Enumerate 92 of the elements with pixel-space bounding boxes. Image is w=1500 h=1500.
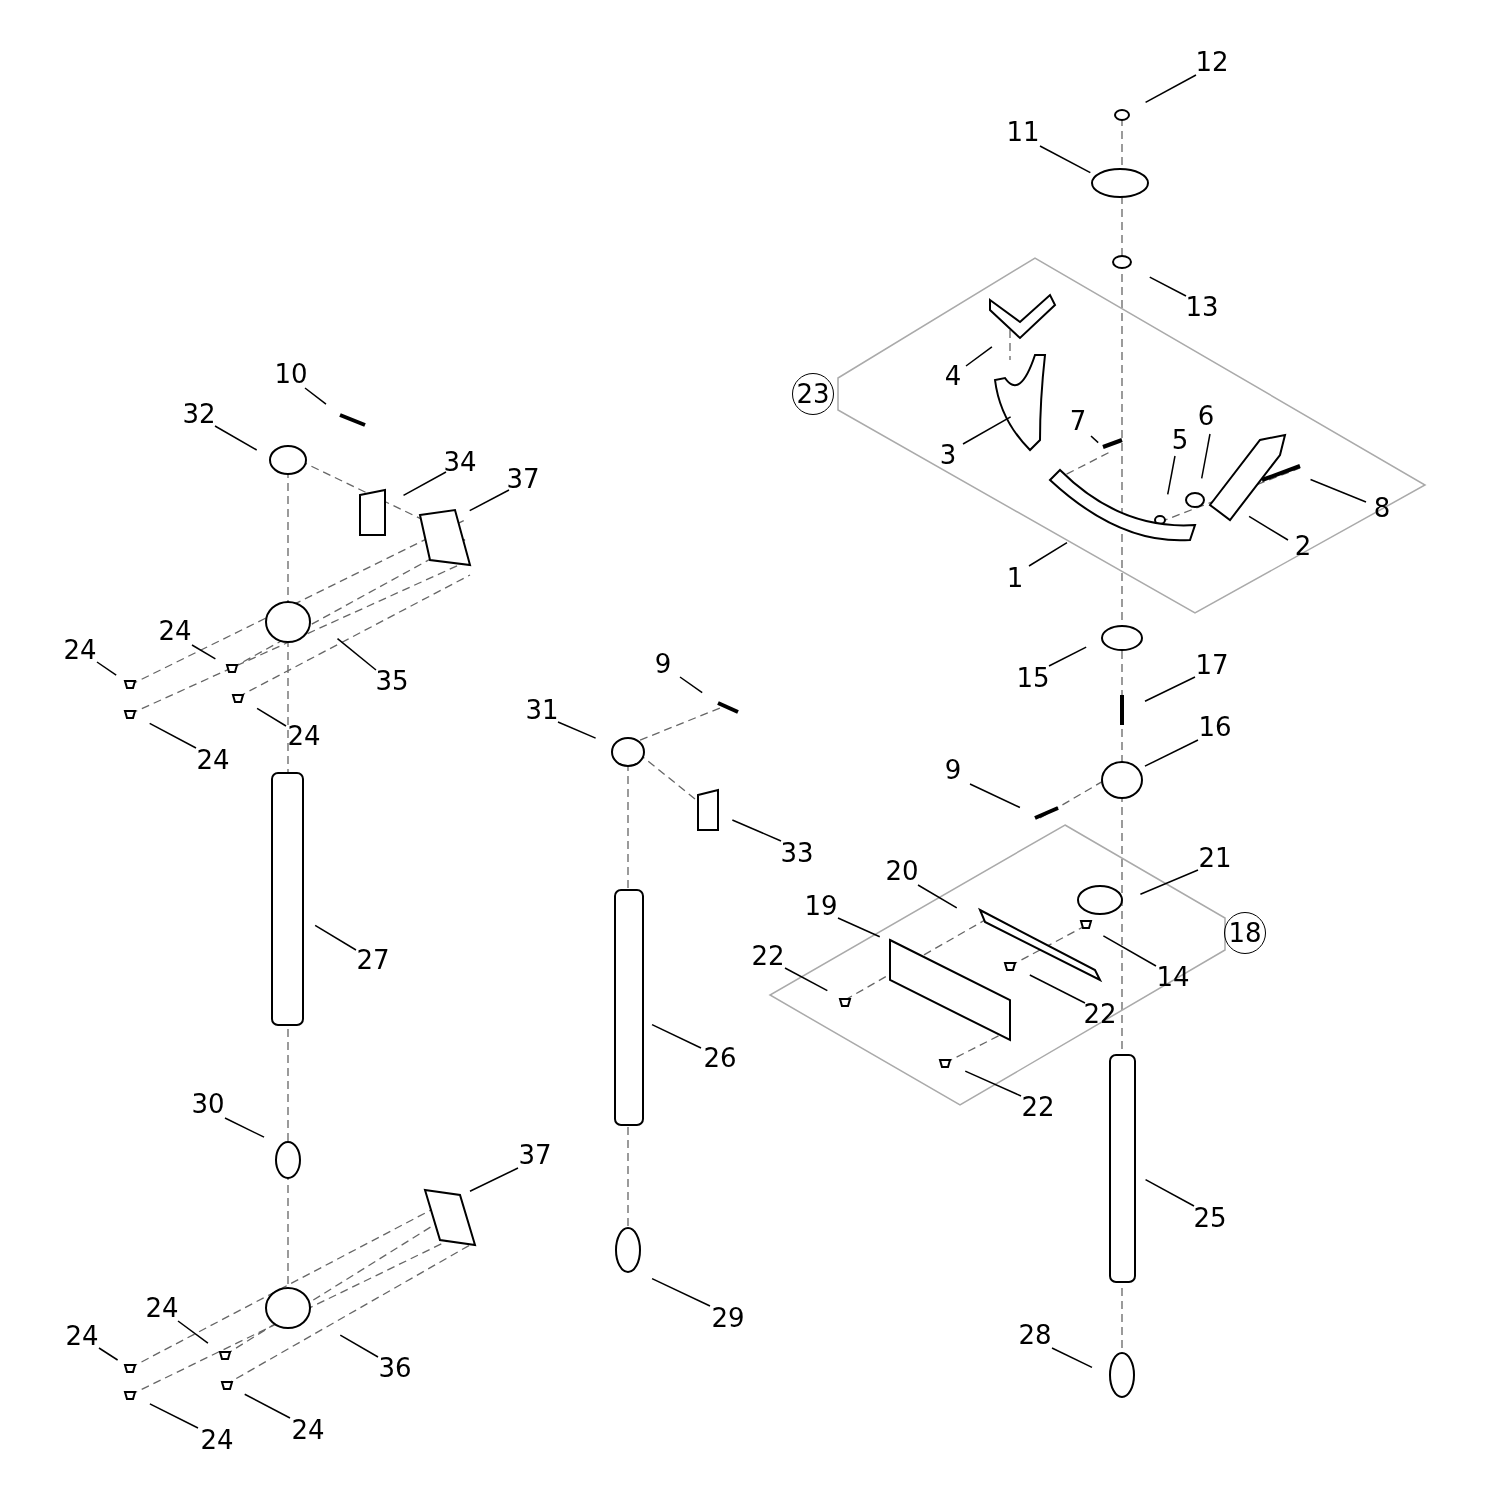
leader-line xyxy=(243,1393,291,1419)
callout-number: 24 xyxy=(145,1293,179,1323)
leader-line xyxy=(1039,145,1092,174)
leader-line xyxy=(651,1023,702,1049)
callout-number: 24 xyxy=(287,721,321,751)
callout-number: 22 xyxy=(1083,999,1117,1029)
leader-line xyxy=(837,917,881,938)
callout-number: 10 xyxy=(274,359,308,389)
callout-number: 12 xyxy=(1195,47,1229,77)
leader-line xyxy=(1144,74,1197,104)
callout-number: 24 xyxy=(63,635,97,665)
leader-line xyxy=(969,783,1021,809)
leader-line xyxy=(339,1334,379,1358)
leader-line xyxy=(1144,676,1196,702)
callout-number: 35 xyxy=(375,666,409,696)
callout-number: 22 xyxy=(1021,1092,1055,1122)
leader-line xyxy=(98,1347,119,1361)
leader-line xyxy=(214,425,258,451)
leader-line xyxy=(314,924,357,951)
callout-number: 16 xyxy=(1198,712,1232,742)
leader-line xyxy=(962,416,1012,445)
callout-number: 33 xyxy=(780,838,814,868)
callout-number: 3 xyxy=(939,440,957,470)
leader-line xyxy=(336,637,377,671)
leader-line xyxy=(965,346,993,367)
callout-number: 37 xyxy=(506,464,540,494)
callout-number: 1 xyxy=(1006,563,1024,593)
callout-number: 9 xyxy=(944,755,962,785)
callout-number: 4 xyxy=(944,361,962,391)
leader-line xyxy=(784,967,829,992)
callout-number: 11 xyxy=(1006,117,1040,147)
callout-number: 5 xyxy=(1171,425,1189,455)
leader-line xyxy=(651,1277,711,1307)
callout-number: 34 xyxy=(443,447,477,477)
leader-line xyxy=(468,489,510,512)
leader-line xyxy=(1028,541,1068,567)
callout-number: 14 xyxy=(1156,962,1190,992)
leader-line xyxy=(469,1167,519,1192)
leader-line xyxy=(1090,435,1099,444)
leader-line xyxy=(1102,935,1157,967)
leader-line xyxy=(1144,1178,1195,1207)
leader-line xyxy=(1248,515,1289,541)
leader-line xyxy=(731,819,782,842)
callout-number: 29 xyxy=(711,1303,745,1333)
callout-number: 24 xyxy=(200,1425,234,1455)
callout-number: 21 xyxy=(1198,843,1232,873)
callout-number: 7 xyxy=(1069,406,1087,436)
leader-line xyxy=(1149,276,1187,297)
leader-line xyxy=(177,1320,209,1344)
leader-line xyxy=(304,387,327,405)
callout-number: 2 xyxy=(1294,531,1312,561)
callout-number: 15 xyxy=(1016,663,1050,693)
callout-number: 27 xyxy=(356,945,390,975)
leader-line xyxy=(557,721,597,739)
leader-line xyxy=(679,676,703,694)
leader-line xyxy=(1051,1347,1093,1369)
callout-number: 24 xyxy=(65,1321,99,1351)
callout-number: 20 xyxy=(885,856,919,886)
callout-number: 13 xyxy=(1185,292,1219,322)
callout-number: 26 xyxy=(703,1043,737,1073)
callout-number: 22 xyxy=(751,941,785,971)
leader-line xyxy=(1029,974,1086,1004)
leader-line xyxy=(402,471,447,497)
leader-line xyxy=(148,722,197,749)
callout-number: 30 xyxy=(191,1089,225,1119)
leader-line xyxy=(96,661,117,676)
callout-number: 28 xyxy=(1018,1320,1052,1350)
leader-line xyxy=(1144,739,1199,767)
leader-line xyxy=(256,707,287,727)
leader-line xyxy=(917,884,958,909)
leader-line xyxy=(1139,869,1199,895)
callout-number: 32 xyxy=(182,399,216,429)
leader-line xyxy=(224,1117,265,1138)
callout-number: 24 xyxy=(158,616,192,646)
callout-number: 25 xyxy=(1193,1203,1227,1233)
leader-line xyxy=(191,644,217,660)
callout-number: 31 xyxy=(525,695,559,725)
callout-number: 19 xyxy=(804,891,838,921)
callout-number: 8 xyxy=(1373,493,1391,523)
leader-line xyxy=(149,1403,199,1429)
leader-line xyxy=(1167,455,1176,496)
callout-number: 9 xyxy=(654,649,672,679)
callout-number: 36 xyxy=(378,1353,412,1383)
callout-number: 37 xyxy=(518,1140,552,1170)
callout-number: 24 xyxy=(196,745,230,775)
leader-line xyxy=(964,1070,1022,1097)
leader-line xyxy=(1309,478,1367,503)
leader-line xyxy=(1048,646,1087,667)
callout-number: 24 xyxy=(291,1415,325,1445)
callout-number: 17 xyxy=(1195,650,1229,680)
leader-line xyxy=(1200,433,1211,480)
callout-number: 6 xyxy=(1197,401,1215,431)
